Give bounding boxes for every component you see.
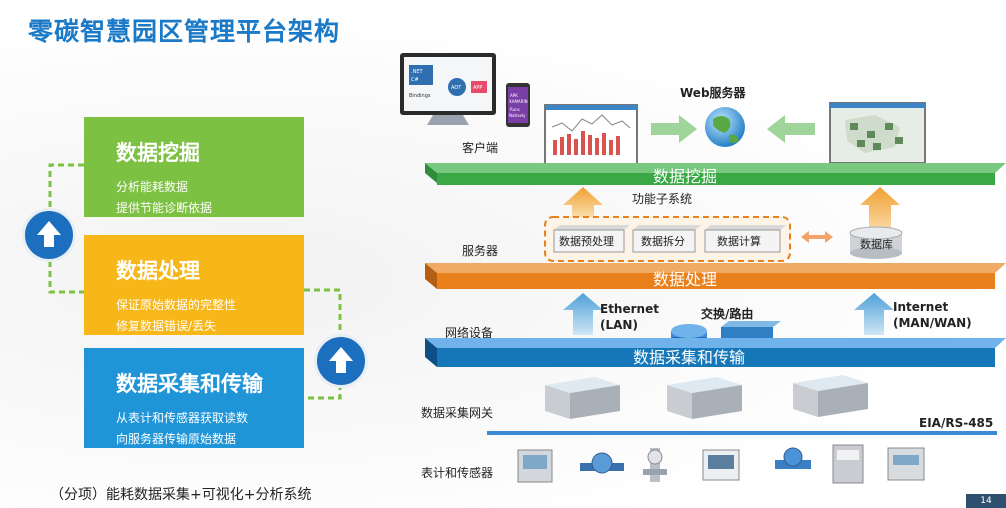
rs485-bus-line xyxy=(487,431,997,435)
box-line: 保证原始数据的完整性 xyxy=(116,298,237,312)
platform-data-mining xyxy=(425,163,1006,185)
box-data-processing: 数据处理 保证原始数据的完整性 修复数据错误/丢失 xyxy=(84,235,304,335)
page-title: 零碳智慧园区管理平台架构 xyxy=(28,17,341,46)
architecture-diagram: .NET C# Bindings AOT APP APK XAMARIN Run… xyxy=(400,53,1006,484)
up-arrow-icon xyxy=(860,187,900,237)
phone-text: APK xyxy=(510,93,518,98)
gas-meter-icon xyxy=(887,447,925,481)
phone-text: XAMARIN xyxy=(509,99,528,104)
bus-label: EIA/RS-485 xyxy=(919,416,993,430)
internet-label: Internet xyxy=(893,300,948,314)
web-server-label: Web服务器 xyxy=(680,85,747,100)
subsystem-title: 功能子系统 xyxy=(632,192,692,206)
switch-label: 交换/路由 xyxy=(701,306,753,321)
heat-meter-icon xyxy=(775,447,811,469)
up-arrow-circle xyxy=(22,208,76,262)
gateway-device-icon xyxy=(667,377,742,419)
laptop-text: AOT xyxy=(451,85,462,91)
layer-label-client: 客户端 xyxy=(462,140,498,155)
module-label: 数据预处理 xyxy=(559,234,614,248)
layer-label-meters: 表计和传感器 xyxy=(421,465,493,480)
box-heading: 数据处理 xyxy=(116,259,200,283)
map-screen-icon xyxy=(829,102,926,164)
box-line: 向服务器传输原始数据 xyxy=(116,432,237,446)
box-line: 分析能耗数据 xyxy=(116,180,189,194)
phone-text: Natively xyxy=(509,113,526,118)
up-arrow-icon xyxy=(563,187,603,220)
platform-label-mining: 数据挖掘 xyxy=(653,167,717,186)
ethernet-label: Ethernet xyxy=(600,302,659,316)
box-data-mining: 数据挖掘 分析能耗数据 提供节能诊断依据 xyxy=(84,117,304,217)
module-block: 数据拆分 xyxy=(632,225,701,253)
laptop-icon: .NET C# Bindings AOT APP xyxy=(400,53,496,125)
arrow-left-icon xyxy=(767,115,815,143)
meter-panel-icon xyxy=(517,449,553,483)
gateway-device-icon xyxy=(793,375,868,417)
up-arrow-icon xyxy=(329,347,353,373)
laptop-text: Bindings xyxy=(409,93,431,99)
database-label: 数据库 xyxy=(860,237,893,251)
box-heading: 数据挖掘 xyxy=(116,141,200,165)
up-arrow-icon xyxy=(854,293,894,335)
laptop-text: C# xyxy=(411,77,419,83)
switch-icon xyxy=(721,321,781,339)
layer-label-gateway: 数据采集网关 xyxy=(421,405,493,420)
arrow-right-icon xyxy=(651,115,697,143)
up-arrow-circle xyxy=(314,334,368,388)
globe-icon xyxy=(705,107,745,147)
platform-label-transmission: 数据采集和传输 xyxy=(633,348,745,367)
up-arrow-icon xyxy=(37,221,61,247)
box-line: 提供节能诊断依据 xyxy=(116,201,213,215)
platform-data-transmission xyxy=(425,338,1006,367)
module-block: 数据预处理 xyxy=(553,225,630,253)
laptop-text: .NET xyxy=(411,69,423,75)
footer-caption: （分项）能耗数据采集+可视化+分析系统 xyxy=(50,487,312,503)
platform-data-processing xyxy=(425,263,1006,289)
module-label: 数据计算 xyxy=(717,234,761,248)
ethernet-label: (LAN) xyxy=(600,318,638,332)
box-line: 修复数据错误/丢失 xyxy=(116,319,217,333)
gateway-device-icon xyxy=(545,377,620,419)
phone-icon: APK XAMARIN Runs Natively xyxy=(506,83,530,127)
double-arrow-icon xyxy=(801,231,833,243)
box-line: 从表计和传感器获取读数 xyxy=(116,411,249,425)
chart-screen-icon xyxy=(544,104,638,166)
box-heading: 数据采集和传输 xyxy=(116,372,263,396)
internet-label: (MAN/WAN) xyxy=(893,316,972,330)
up-arrow-icon xyxy=(563,293,603,335)
layer-label-server: 服务器 xyxy=(462,243,498,258)
laptop-text: APP xyxy=(473,85,482,91)
box-data-collection: 数据采集和传输 从表计和传感器获取读数 向服务器传输原始数据 xyxy=(84,348,304,448)
page-number: 14 xyxy=(966,494,1006,508)
layer-label-network: 网络设备 xyxy=(445,325,493,340)
platform-label-processing: 数据处理 xyxy=(653,270,717,289)
water-meter-icon xyxy=(580,452,624,474)
phone-text: Runs xyxy=(510,107,520,112)
electric-meter-icon xyxy=(832,444,864,484)
module-label: 数据拆分 xyxy=(641,234,685,248)
flow-meter-icon xyxy=(643,448,667,482)
module-block: 数据计算 xyxy=(704,225,786,253)
display-meter-icon xyxy=(702,449,740,481)
database-icon xyxy=(849,226,903,259)
